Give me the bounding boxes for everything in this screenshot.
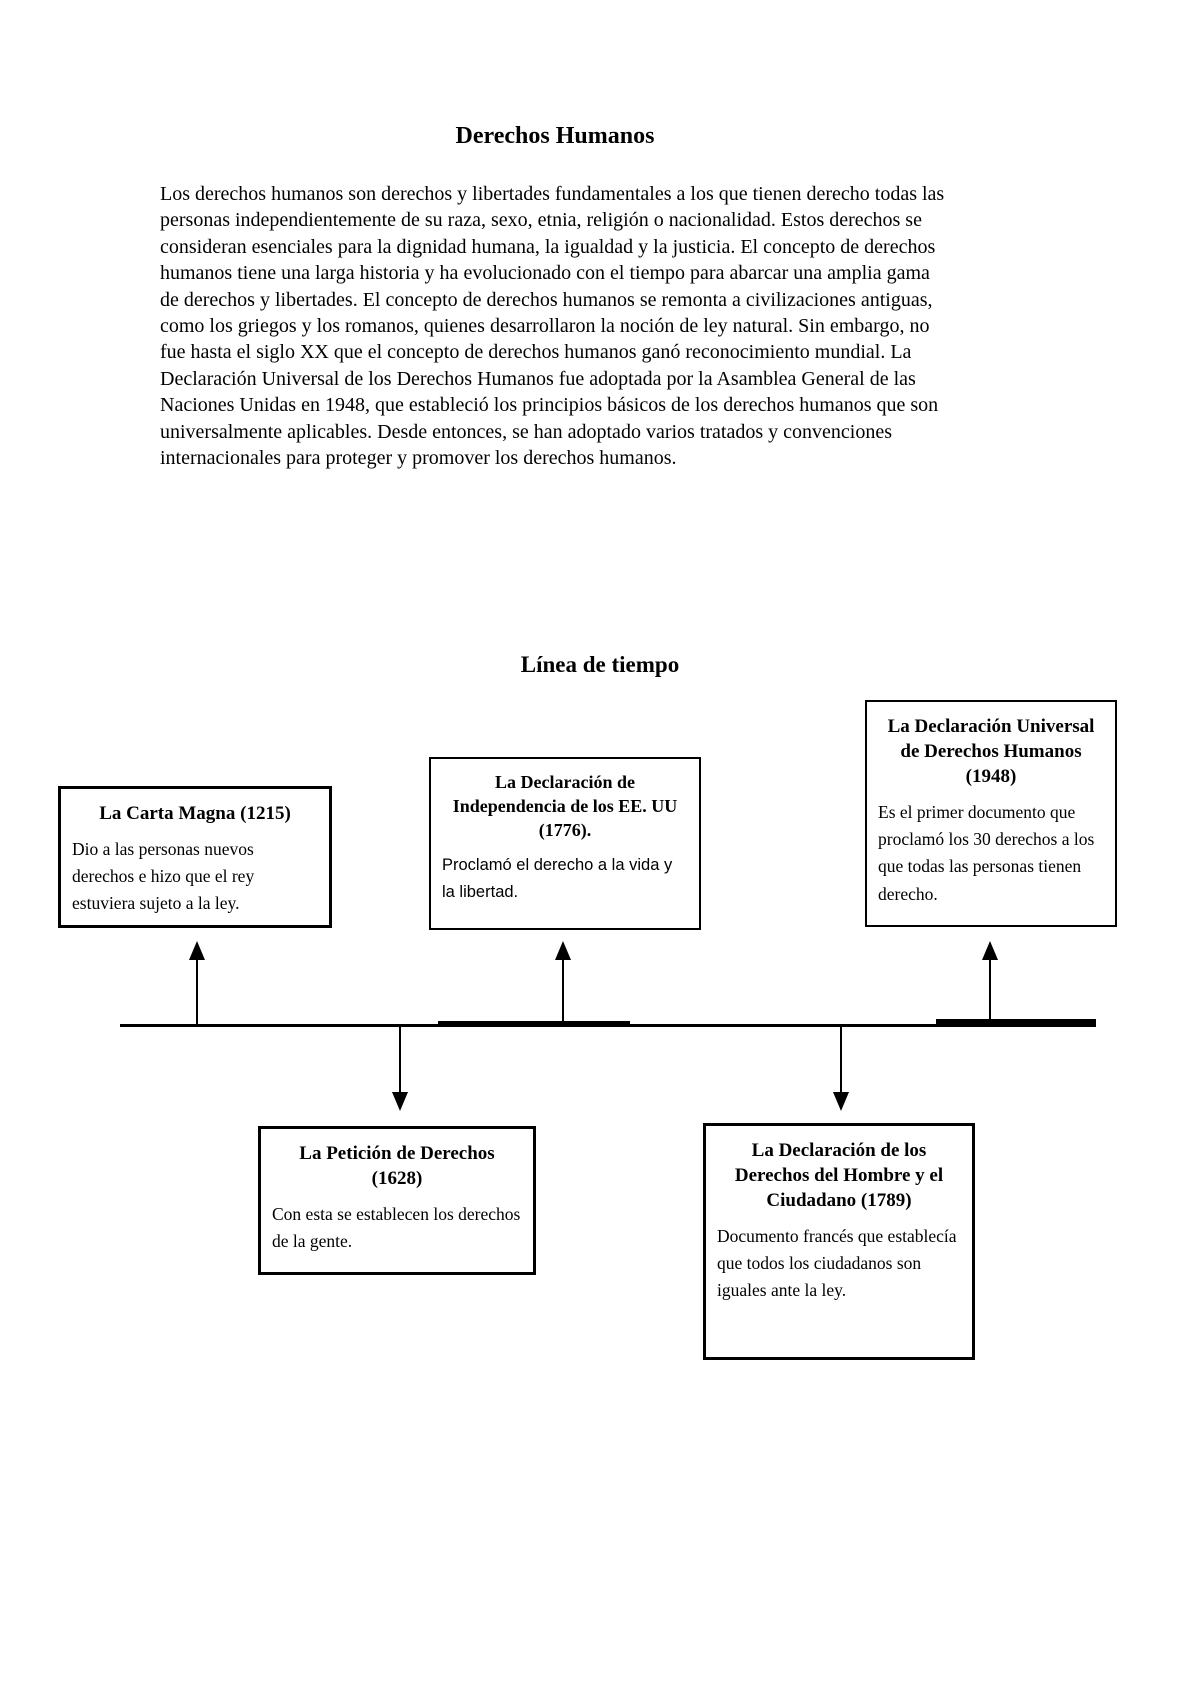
timeline-box-title: La Declaración de los Derechos del Hombr… [734, 1140, 944, 1212]
arrow-shaft [840, 1027, 842, 1092]
down-arrow-declaracion-hombre-ciudadano [833, 1027, 849, 1111]
timeline-box-carta-magna: La Carta Magna (1215) Dio a las personas… [58, 786, 332, 928]
timeline-box-body: Proclamó el derecho a la vida y la liber… [442, 856, 673, 902]
timeline-axis-thick-segment [936, 1019, 1096, 1024]
arrow-head-icon [555, 941, 571, 960]
page-title: Derechos Humanos [455, 123, 655, 149]
intro-paragraph: Los derechos humanos son derechos y libe… [160, 183, 945, 470]
up-arrow-carta-magna [189, 941, 205, 1025]
arrow-head-icon [833, 1092, 849, 1111]
timeline-box-declaracion-universal: La Declaración Universal de Derechos Hum… [865, 700, 1117, 927]
arrow-head-icon [982, 941, 998, 960]
up-arrow-declaracion-universal [982, 941, 998, 1025]
arrow-shaft [562, 960, 564, 1025]
timeline-axis-thick-segment [438, 1021, 630, 1026]
timeline-box-title: La Declaración de Independencia de los E… [452, 772, 678, 840]
timeline-box-peticion-derechos: La Petición de Derechos (1628) Con esta … [258, 1126, 536, 1275]
timeline-box-title: La Carta Magna (1215) [99, 803, 291, 824]
arrow-shaft [399, 1027, 401, 1092]
down-arrow-peticion-derechos [392, 1027, 408, 1111]
up-arrow-declaracion-independencia [555, 941, 571, 1025]
arrow-shaft [989, 960, 991, 1025]
timeline-heading: Línea de tiempo [520, 652, 680, 677]
arrow-head-icon [392, 1092, 408, 1111]
timeline-box-declaracion-independencia: La Declaración de Independencia de los E… [429, 757, 701, 930]
timeline-box-body: Es el primer documento que proclamó los … [878, 802, 1095, 904]
timeline-box-title: La Declaración Universal de Derechos Hum… [887, 716, 1095, 788]
arrow-shaft [196, 960, 198, 1025]
timeline-box-title: La Petición de Derechos (1628) [299, 1143, 495, 1190]
arrow-head-icon [189, 941, 205, 960]
timeline-box-body: Con esta se establecen los derechos de l… [272, 1204, 521, 1252]
timeline-box-declaracion-hombre-ciudadano: La Declaración de los Derechos del Hombr… [703, 1123, 975, 1360]
timeline-box-body: Documento francés que establecía que tod… [717, 1226, 957, 1301]
timeline-box-body: Dio a las personas nuevos derechos e hiz… [72, 839, 255, 914]
